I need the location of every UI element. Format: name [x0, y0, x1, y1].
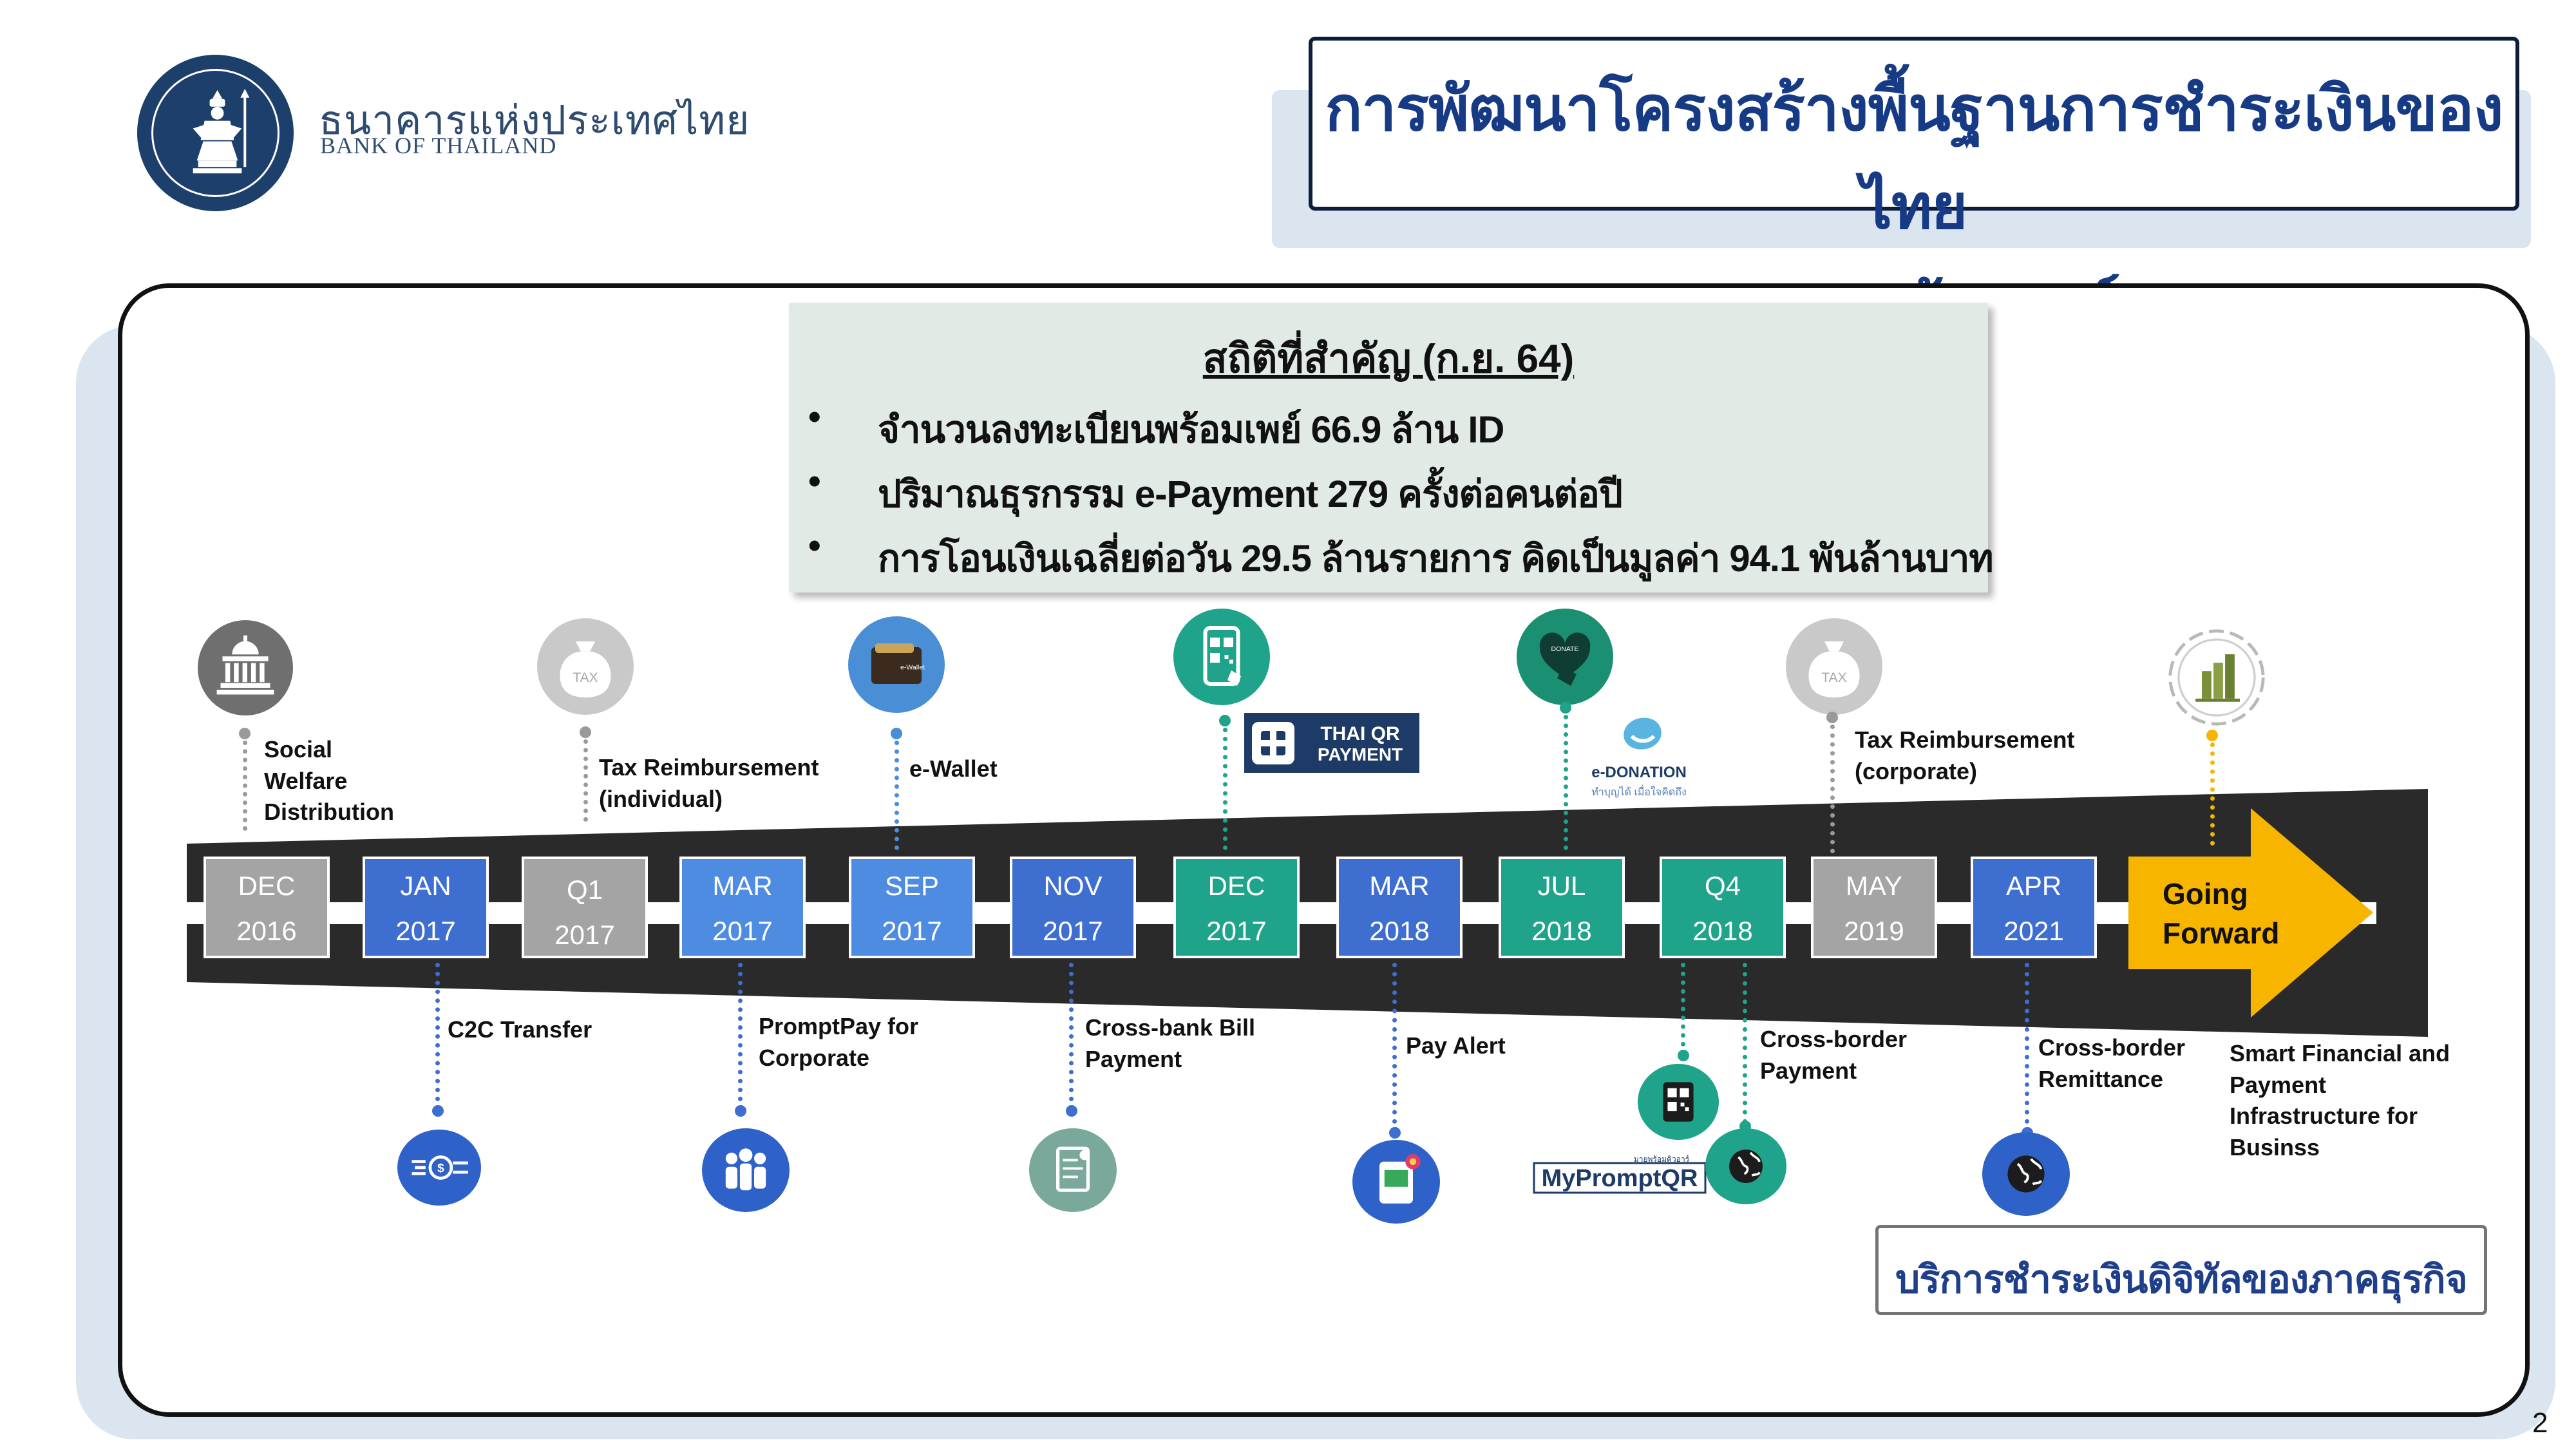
connector-dot [1560, 702, 1571, 714]
tax-bag-icon: TAX [1786, 618, 1882, 715]
bullet-icon: • [808, 460, 821, 501]
connector-line [435, 963, 440, 1101]
connector-dot [2206, 730, 2218, 741]
bullet-icon: • [808, 525, 821, 565]
label-ewallet: e-Wallet [909, 755, 998, 782]
svg-text:TAX: TAX [573, 670, 598, 685]
connector-line [1069, 963, 1074, 1101]
svg-text:MyPromptQR: MyPromptQR [1542, 1165, 1698, 1192]
connector-dot [432, 1105, 444, 1117]
title-line-1: การพัฒนาโครงสร้างพื้นฐานการชำระเงินของไท… [1325, 75, 2504, 242]
connector-dot [735, 1105, 746, 1117]
svg-text:TAX: TAX [1821, 670, 1846, 685]
donate-icon: DONATE [1517, 609, 1613, 705]
connector-line [2025, 963, 2029, 1124]
tax-bag-icon: TAX [537, 618, 634, 715]
connector-line [1830, 724, 1835, 853]
svg-text:e-Wallet: e-Wallet [900, 664, 925, 672]
connector-dot [1066, 1105, 1077, 1117]
svg-text:ทำบุญได้ เมื่อใจคิดถึง: ทำบุญได้ เมื่อใจคิดถึง [1591, 784, 1687, 799]
svg-text:$: $ [437, 1161, 444, 1175]
garuda-emblem-icon [193, 88, 250, 174]
qr-scan-icon [1638, 1064, 1719, 1140]
connector-dot [239, 728, 251, 739]
connector-line [1223, 728, 1227, 850]
svg-text:THAI QR: THAI QR [1320, 723, 1400, 744]
going-forward-arrow [2128, 808, 2373, 1018]
label-pay-alert: Pay Alert [1406, 1032, 1506, 1059]
connector-dot [1826, 712, 1838, 723]
bill-document-icon [1029, 1128, 1117, 1212]
connector-line [1392, 963, 1397, 1124]
connector-line [2210, 743, 2215, 846]
bot-logo [137, 55, 294, 211]
connector-dot [1389, 1127, 1401, 1139]
globe-icon [1982, 1132, 2070, 1216]
bank-name-thai: ธนาคารแห่งประเทศไทย [319, 99, 750, 143]
connector-line [243, 741, 247, 831]
svg-text:e-DONATION: e-DONATION [1591, 764, 1687, 781]
svg-text:DONATE: DONATE [1551, 645, 1579, 653]
svg-text:PAYMENT: PAYMENT [1318, 744, 1403, 764]
stats-box: สถิติที่สำคัญ (ก.ย. 64) • จำนวนลงทะเบียน… [789, 303, 1994, 592]
svg-text:มายพร้อมคิวอาร์: มายพร้อมคิวอาร์ [1634, 1155, 1690, 1164]
connector-dot [1219, 715, 1231, 726]
smart-building-icon [2164, 625, 2269, 730]
connector-line [738, 963, 743, 1101]
pay-alert-phone-icon [1352, 1140, 1440, 1224]
connector-line [583, 739, 588, 822]
digital-business-payment-box: บริการชำระเงินดิจิทัลของภาคธุรกิจ [1875, 1225, 2487, 1315]
label-tax-corporate: Tax Reimbursement(corporate) [1855, 726, 2075, 784]
connector-line [1743, 963, 1747, 1124]
my-prompt-qr-logo: มายพร้อมคิวอาร์MyPromptQR [1533, 1153, 1707, 1194]
page-number: 2 [2532, 1407, 2548, 1439]
label-c2c-transfer: C2C Transfer [448, 1016, 592, 1043]
e-donation-logo: e-DONATION ทำบุญได้ เมื่อใจคิดถึง [1578, 705, 1700, 802]
bullet-icon: • [808, 396, 821, 437]
connector-dot [1678, 1050, 1689, 1061]
connector-dot [891, 728, 902, 739]
people-group-icon [702, 1128, 790, 1212]
label-tax-individual: Tax Reimbursement(individual) [599, 754, 819, 812]
wallet-icon: e-Wallet [848, 616, 945, 713]
connector-line [1564, 715, 1568, 850]
qr-phone-icon [1173, 609, 1270, 705]
page-title: การพัฒนาโครงสร้างพื้นฐานการชำระเงินของไท… [1309, 37, 2519, 343]
globe-icon [1705, 1128, 1786, 1204]
connector-line [895, 741, 899, 850]
connector-dot [580, 726, 591, 738]
government-building-icon [198, 620, 293, 715]
stats-title: สถิติที่สำคัญ (ก.ย. 64) [1202, 337, 1575, 381]
connector-line [1681, 963, 1685, 1046]
money-transfer-icon: $ [397, 1130, 481, 1206]
bank-name-english: BANK OF THAILAND [320, 133, 557, 158]
